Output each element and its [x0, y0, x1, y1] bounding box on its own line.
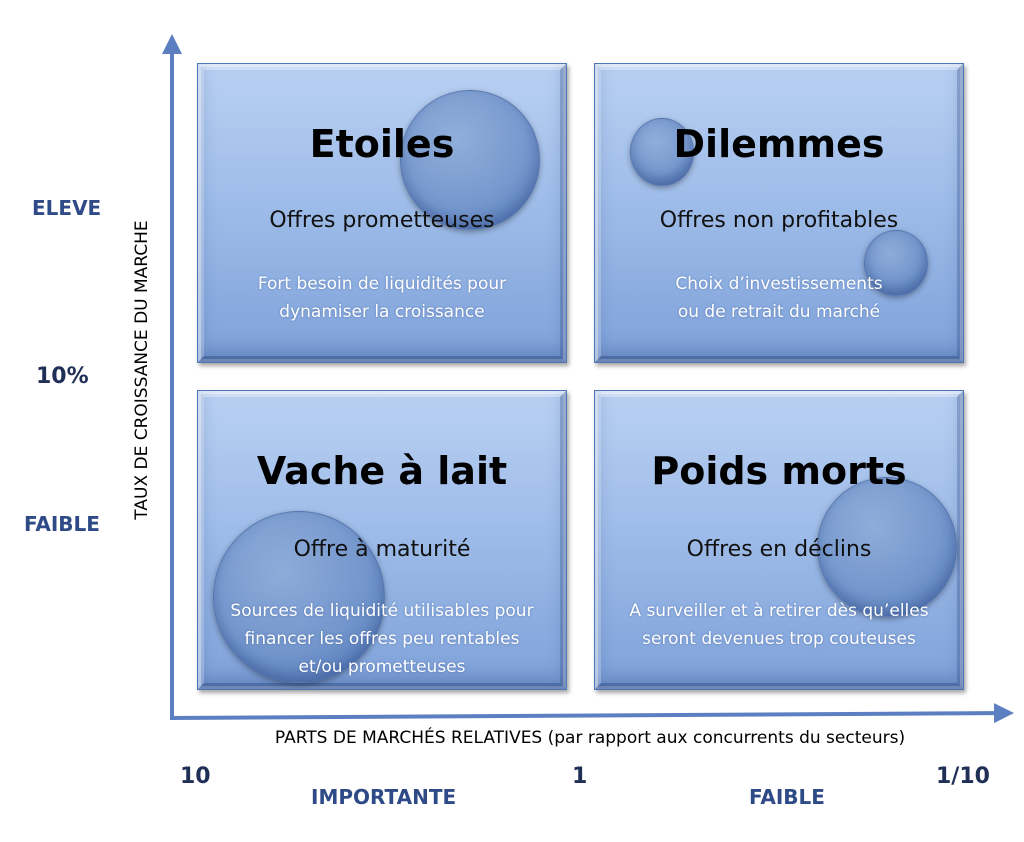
- quadrant-title: Vache à lait: [256, 449, 508, 493]
- bubble-large: [400, 90, 540, 230]
- x-axis-title: PARTS DE MARCHÉS RELATIVES (par rapport …: [274, 728, 906, 748]
- quadrant-description-line: dynamiser la croissance: [279, 302, 485, 322]
- quadrant-poids-morts: Poids morts Offres en déclins A surveill…: [594, 390, 964, 690]
- quadrant-description-line: financer les offres peu rentables: [244, 629, 520, 649]
- y-axis-title: TAUX DE CROISSANCE DU MARCHE: [132, 220, 152, 520]
- quadrant-title: Dilemmes: [673, 122, 885, 166]
- y-label-low: FAIBLE: [24, 512, 100, 536]
- bubble-small: [630, 118, 694, 186]
- quadrant-etoiles: Etoiles Offres prometteuses Fort besoin …: [197, 63, 567, 363]
- x-label-left: IMPORTANTE: [311, 785, 457, 809]
- quadrant-description-line: A surveiller et à retirer dès qu’elles: [629, 601, 929, 621]
- quadrant-description-line: Fort besoin de liquidités pour: [257, 274, 507, 294]
- quadrant-description-line: Choix d’investissements: [675, 274, 883, 294]
- x-label-right: FAIBLE: [749, 785, 825, 809]
- quadrant-title: Etoiles: [309, 122, 455, 166]
- quadrant-description-line: et/ou prometteuses: [298, 657, 466, 677]
- quadrant-subtitle: Offre à maturité: [293, 537, 471, 562]
- y-label-mid: 10%: [36, 364, 89, 389]
- quadrant-subtitle: Offres non profitables: [659, 208, 899, 233]
- bubble-large: [213, 511, 385, 683]
- quadrant-title: Poids morts: [651, 449, 907, 493]
- quadrant-vache-a-lait: Vache à lait Offre à maturité Sources de…: [197, 390, 567, 690]
- bubble-small: [864, 230, 928, 296]
- quadrant-description-line: ou de retrait du marché: [677, 302, 881, 322]
- quadrant-dilemmes: Dilemmes Offres non profitables Choix d’…: [594, 63, 964, 363]
- x-tick-middle: 1: [572, 764, 588, 789]
- y-label-high: ELEVE: [32, 196, 102, 220]
- quadrant-subtitle: Offres prometteuses: [269, 208, 495, 233]
- quadrant-subtitle: Offres en déclins: [686, 537, 872, 562]
- bubble-large: [817, 477, 957, 617]
- x-axis-line: [169, 703, 1014, 724]
- quadrant-description-line: seront devenues trop couteuses: [642, 629, 916, 649]
- x-tick-right: 1/10: [936, 764, 990, 789]
- x-tick-left: 10: [180, 764, 211, 789]
- quadrant-description-line: Sources de liquidité utilisables pour: [230, 601, 534, 621]
